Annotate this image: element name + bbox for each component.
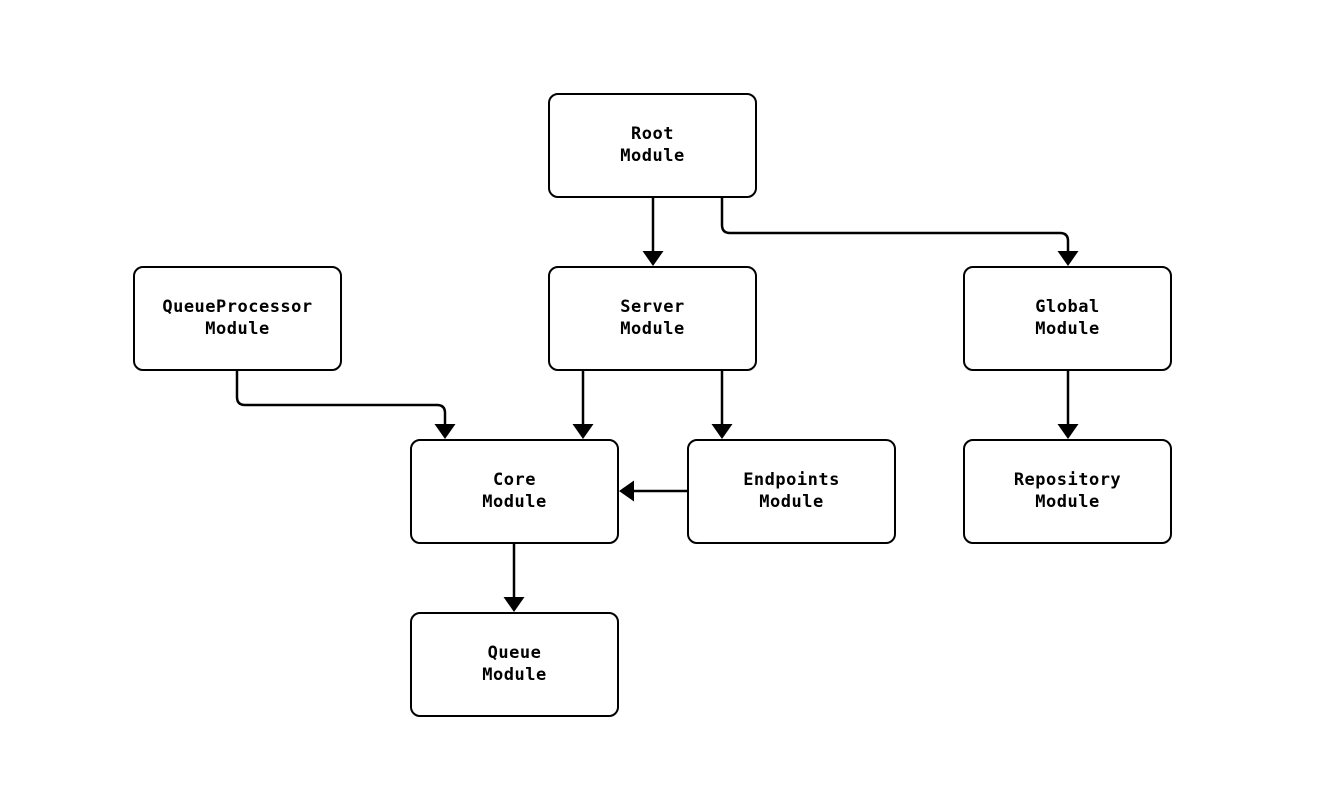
node-suffix: Module <box>759 491 824 512</box>
node-suffix: Module <box>1035 318 1100 339</box>
node-repository-module: Repository Module <box>963 439 1172 544</box>
node-name: Root <box>631 124 674 144</box>
edge-server-to-core <box>572 371 594 439</box>
node-queueprocessor-module: QueueProcessor Module <box>133 266 342 371</box>
edge-server-to-endpoints <box>711 371 733 439</box>
node-suffix: Module <box>482 664 547 685</box>
arrowhead-down-icon <box>1057 424 1079 439</box>
node-name: Endpoints <box>743 470 840 490</box>
node-endpoints-module: Endpoints Module <box>687 439 896 544</box>
node-label: QueueProcessor Module <box>162 297 312 340</box>
node-name: QueueProcessor <box>162 297 313 317</box>
node-name: Queue <box>487 643 542 663</box>
node-global-module: Global Module <box>963 266 1172 371</box>
edge-queueprocessor-to-core <box>235 371 456 439</box>
node-name: Global <box>1035 297 1100 317</box>
node-label: Global Module <box>1035 297 1099 340</box>
node-label: Core Module <box>482 470 546 513</box>
node-suffix: Module <box>205 318 270 339</box>
node-server-module: Server Module <box>548 266 757 371</box>
node-suffix: Module <box>482 491 547 512</box>
node-root-module: Root Module <box>548 93 757 198</box>
node-label: Root Module <box>620 124 684 167</box>
node-label: Queue Module <box>482 643 546 686</box>
node-core-module: Core Module <box>410 439 619 544</box>
edge-root-to-server <box>642 198 664 266</box>
arrowhead-down-icon <box>1057 251 1079 266</box>
arrowhead-down-icon <box>503 597 525 612</box>
edge-global-to-repository <box>1057 371 1079 439</box>
node-name: Core <box>493 470 536 490</box>
edge-core-to-queue <box>503 544 525 612</box>
arrowhead-down-icon <box>642 251 664 266</box>
arrowhead-down-icon <box>711 424 733 439</box>
node-suffix: Module <box>1035 491 1100 512</box>
node-name: Server <box>620 297 685 317</box>
node-queue-module: Queue Module <box>410 612 619 717</box>
node-suffix: Module <box>620 318 685 339</box>
node-suffix: Module <box>620 145 685 166</box>
node-label: Server Module <box>620 297 684 340</box>
arrowhead-left-icon <box>619 480 634 502</box>
node-name: Repository <box>1013 470 1122 490</box>
arrowhead-down-icon <box>434 424 456 439</box>
node-label: Endpoints Module <box>743 470 840 513</box>
arrowhead-down-icon <box>572 424 594 439</box>
node-label: Repository Module <box>1014 470 1121 513</box>
edge-root-to-global <box>720 198 1079 266</box>
edge-endpoints-to-core <box>619 480 687 502</box>
